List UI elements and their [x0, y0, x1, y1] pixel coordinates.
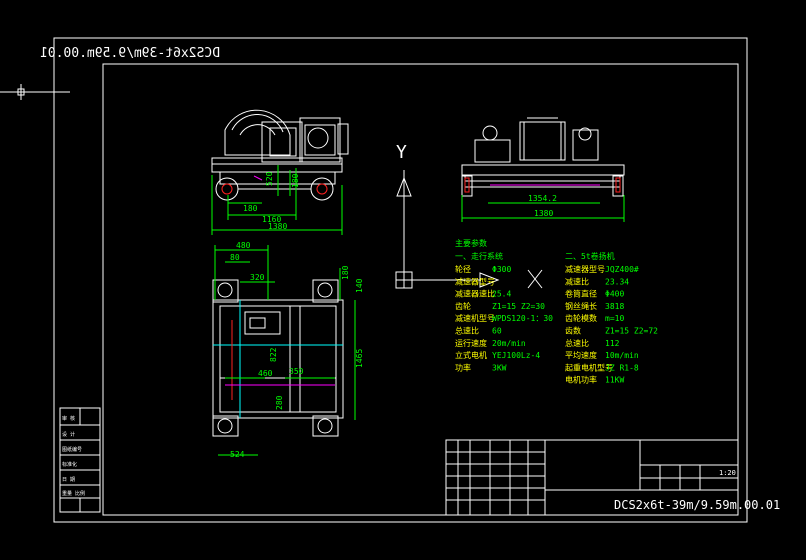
- title-block: 1:20 DCS2x6t-39m/9.59m.00.01: [445, 439, 780, 516]
- param-2-value: Z1=15 Z2=72: [605, 327, 658, 336]
- svg-text:180: 180: [291, 173, 300, 188]
- param-1-label: 功率: [455, 362, 471, 372]
- svg-text:180: 180: [243, 204, 258, 213]
- param-1-value: YEJ100Lz-4: [492, 351, 540, 360]
- front-view: [211, 109, 349, 201]
- param-2-label: 总速比: [565, 338, 589, 348]
- param-2-label: 钢丝绳长: [565, 301, 597, 311]
- svg-text:主要参数: 主要参数: [455, 238, 487, 248]
- param-2-label: 减速器型号: [565, 264, 605, 274]
- left-table-label: 审 核: [62, 415, 75, 422]
- svg-text:320: 320: [250, 273, 265, 282]
- svg-text:480: 480: [236, 241, 251, 250]
- param-1-value: 20m/min: [492, 339, 526, 348]
- param-2-value: 3818: [605, 302, 624, 311]
- param-2-label: 减速比: [565, 276, 589, 286]
- left-table-label: 标准化: [62, 461, 77, 468]
- param-2-label: 起重电机型号: [565, 362, 613, 372]
- svg-text:460: 460: [258, 369, 273, 378]
- param-1-value: 60: [492, 327, 502, 336]
- param-1-label: 轮径: [455, 264, 471, 274]
- param-1-label: 减速器型号: [455, 276, 495, 286]
- left-table-label: 图纸编号: [62, 446, 82, 453]
- param-2-label: 齿轮模数: [565, 313, 597, 323]
- param-1-label: 减速机型号: [455, 313, 495, 323]
- param-1-value: Z1=15 Z2=30: [492, 302, 545, 311]
- param-1-label: 齿轮: [455, 301, 471, 311]
- param-2-label: 平均速度: [565, 350, 597, 360]
- param-1-label: 立式电机: [455, 350, 487, 360]
- mirrored-title: DCS2x6t-39m/9.59m.00.01: [40, 46, 220, 61]
- param-1-value: 25.4: [492, 290, 511, 299]
- svg-text:140: 140: [355, 278, 364, 293]
- side-view-dimensions: 1354.2 1380: [461, 194, 625, 222]
- param-2-label: 齿数: [565, 326, 581, 336]
- drawing-frame: [102, 63, 739, 516]
- param-1-label: 减速器速比: [455, 289, 495, 299]
- plan-view-dimensions: 480 80 320 180 140 1465 350 460 524 822 …: [214, 241, 364, 459]
- param-1-value: WPDS120-1：30: [492, 314, 553, 323]
- param-2-label: 电机功率: [565, 375, 597, 385]
- svg-text:822: 822: [269, 347, 278, 362]
- svg-text:350: 350: [289, 367, 304, 376]
- param-2-value: 112: [605, 339, 620, 348]
- param-2-value: 23.34: [605, 277, 629, 286]
- param-1-label: 运行速度: [455, 338, 487, 348]
- svg-text:80: 80: [230, 253, 240, 262]
- left-table-label: 日 期: [62, 477, 75, 483]
- front-view-dimensions: 180 1160 1380 520 180: [211, 165, 343, 235]
- param-1-value: Φ300: [492, 265, 511, 274]
- svg-text:524: 524: [230, 450, 245, 459]
- param-2-value: m=10: [605, 314, 624, 323]
- svg-text:1354.2: 1354.2: [528, 194, 557, 203]
- param-2-value: Φ400: [605, 290, 624, 299]
- param-1-label: 总速比: [455, 326, 479, 336]
- svg-text:1465: 1465: [355, 349, 364, 368]
- svg-text:280: 280: [275, 395, 284, 410]
- svg-text:1380: 1380: [268, 222, 287, 231]
- param-2-value: JZ R1-8: [605, 363, 639, 372]
- side-view: [461, 117, 625, 197]
- svg-text:Y: Y: [396, 142, 407, 163]
- left-table-label: 重量 比例: [62, 490, 85, 497]
- ucs-marker: [0, 84, 70, 100]
- param-1-value: 3KW: [492, 363, 507, 372]
- view-direction-marker: Y: [395, 142, 543, 289]
- left-table-label: 设 计: [62, 431, 75, 438]
- plan-view: [212, 279, 344, 437]
- svg-text:520: 520: [265, 171, 274, 186]
- drawing-number: DCS2x6t-39m/9.59m.00.01: [614, 498, 780, 512]
- svg-text:一、走行系统: 一、走行系统: [455, 251, 503, 261]
- sheet-border: [53, 37, 748, 523]
- svg-text:1380: 1380: [534, 209, 553, 218]
- param-2-value: 11KW: [605, 376, 624, 385]
- param-2-value: 10m/min: [605, 351, 639, 360]
- svg-text:二、5t卷扬机: 二、5t卷扬机: [565, 251, 615, 261]
- svg-text:180: 180: [341, 265, 350, 280]
- param-2-label: 卷筒直径: [565, 289, 597, 299]
- svg-text:1160: 1160: [262, 215, 281, 224]
- param-2-value: JQZ400#: [605, 265, 639, 274]
- svg-text:1:20: 1:20: [719, 469, 736, 477]
